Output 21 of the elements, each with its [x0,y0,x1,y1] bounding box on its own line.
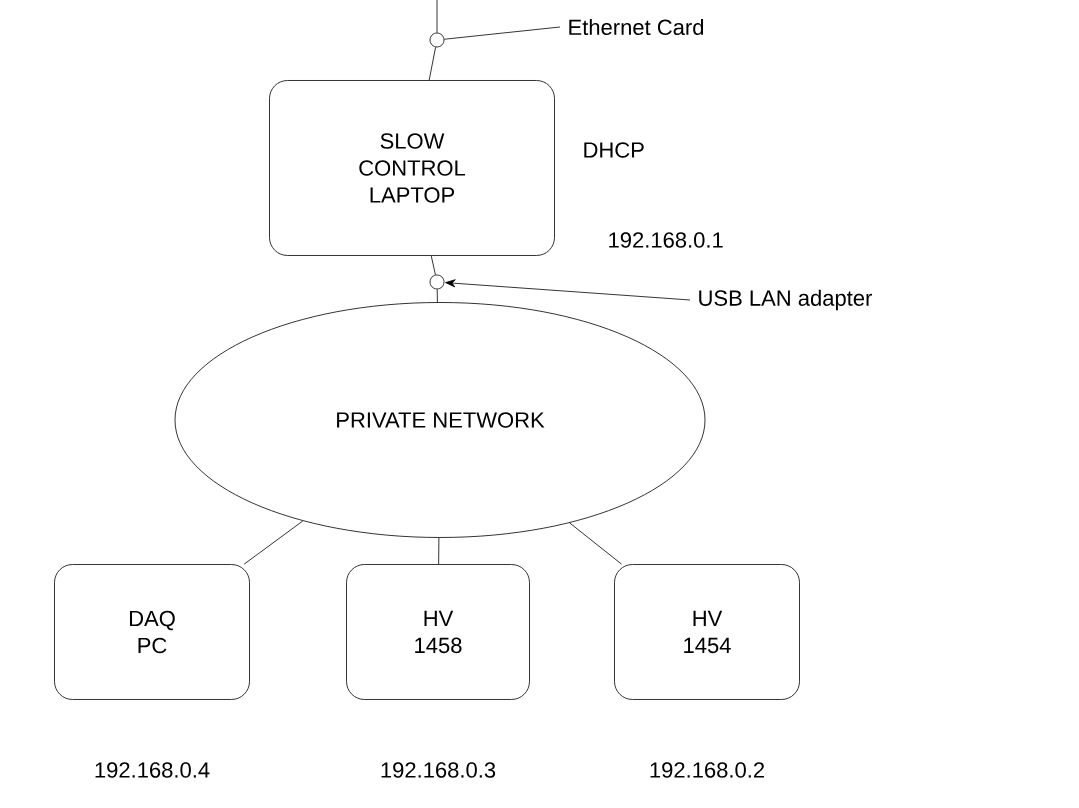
device-box: HV 1458 [346,564,530,700]
ip-address: 192.168.0.3 [381,762,496,778]
device-box: HV 1454 [614,564,800,700]
connector-line [436,0,438,33]
connector-line [243,520,304,565]
device-box: DAQ PC [54,564,250,700]
protocol-label: DHCP [584,142,644,158]
connector-line [428,46,436,81]
connector-line [569,522,622,565]
connector-line [436,289,438,303]
connector-circle [429,274,445,290]
connector-line [438,537,440,565]
connector-line [430,255,436,276]
ip-address: 192.168.0.2 [650,762,764,778]
leader-line [445,279,691,301]
ip-address: 192.168.0.1 [609,232,723,248]
annotation-text: Ethernet Card [569,18,704,36]
connector-circle [429,32,445,48]
laptop-box: SLOW CONTROL LAPTOP [269,80,555,256]
ip-address: 192.168.0.4 [95,762,210,778]
leader-line [443,26,561,40]
